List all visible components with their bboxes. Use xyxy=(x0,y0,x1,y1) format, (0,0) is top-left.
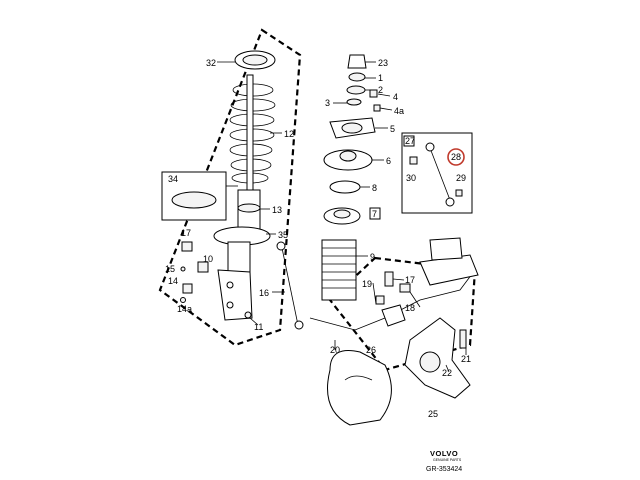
callout-7: 7 xyxy=(372,209,377,219)
callout-32: 32 xyxy=(206,58,216,68)
leader-lines xyxy=(217,61,467,373)
bushing-19 xyxy=(375,295,385,305)
highlight-circle-28 xyxy=(447,148,465,166)
callout-14a: 14a xyxy=(177,304,192,314)
nut-29 xyxy=(455,189,463,197)
washer-2 xyxy=(346,85,366,95)
link-joint-top xyxy=(276,241,286,251)
callout-21: 21 xyxy=(461,354,471,364)
clip xyxy=(182,283,193,294)
nut-4 xyxy=(369,89,378,98)
callout-17-right: 17 xyxy=(405,275,415,285)
callout-29: 29 xyxy=(456,173,466,183)
bracket-hole-lower xyxy=(226,301,234,309)
callout-23: 23 xyxy=(378,58,388,68)
callout-4a: 4a xyxy=(394,106,404,116)
washer-14a xyxy=(180,297,186,303)
callout-26: 26 xyxy=(366,345,376,355)
upper-spring-seat-inner xyxy=(242,54,268,66)
bolt-17 xyxy=(384,271,394,287)
spacer-8 xyxy=(329,180,361,194)
bellows xyxy=(321,239,357,301)
spring-insulator xyxy=(171,191,217,209)
inset-27-label-box xyxy=(403,135,415,147)
stabilizer-link-detail xyxy=(429,147,451,201)
brand-subtitle: GENUINE PARTS xyxy=(433,458,462,462)
stabilizer-link-left xyxy=(281,247,299,326)
bump-cap-23 xyxy=(347,54,367,69)
piston-rod xyxy=(246,74,254,191)
bump-stop-center xyxy=(333,209,351,219)
knuckle-hub-bore xyxy=(419,351,441,373)
shock-absorber-collar xyxy=(237,203,261,213)
callout-19: 19 xyxy=(362,279,372,289)
callout-27: 27 xyxy=(405,136,415,146)
callout-2: 2 xyxy=(378,85,383,95)
callout-28: 28 xyxy=(451,152,461,162)
link-detail-bottom xyxy=(445,197,455,207)
bushing xyxy=(181,241,193,252)
strut-assembly-outline xyxy=(158,28,302,347)
bolt-15 xyxy=(180,266,186,272)
callout-9: 9 xyxy=(370,252,375,262)
callout-3: 3 xyxy=(325,98,330,108)
callout-13: 13 xyxy=(272,205,282,215)
strut-bracket xyxy=(217,269,253,321)
callout-22: 22 xyxy=(442,368,452,378)
nut xyxy=(197,261,209,273)
callout-8: 8 xyxy=(372,183,377,193)
callout-30: 30 xyxy=(406,173,416,183)
link-joint-bottom xyxy=(294,320,304,330)
callout-4: 4 xyxy=(393,92,398,102)
callout-25: 25 xyxy=(428,409,438,419)
callout-labels: 32 12 13 35 34 17 10 15 14 14a 11 16 23 … xyxy=(165,58,471,419)
clamp-18 xyxy=(399,283,411,293)
callout-14: 14 xyxy=(168,276,178,286)
callout-16: 16 xyxy=(259,288,269,298)
callout-6: 6 xyxy=(386,156,391,166)
bearing-6-center xyxy=(339,150,357,162)
diagram-reference: GR-353424 xyxy=(426,466,463,473)
stabilizer-bar xyxy=(309,269,476,331)
bolt-21 xyxy=(459,329,467,349)
link-detail-top xyxy=(425,142,435,152)
callout-5: 5 xyxy=(390,124,395,134)
box-7 xyxy=(369,207,381,220)
callout-1: 1 xyxy=(378,73,383,83)
bar-clamp xyxy=(381,304,406,327)
callout-35: 35 xyxy=(278,230,288,240)
callout-12: 12 xyxy=(284,129,294,139)
nut-1 xyxy=(348,72,366,82)
volvo-logo: VOLVO xyxy=(430,449,459,458)
subframe-mount xyxy=(429,237,463,261)
callout-11: 11 xyxy=(254,322,263,332)
callout-17-left: 17 xyxy=(181,228,191,238)
bolt-4a xyxy=(373,104,381,112)
callout-18: 18 xyxy=(405,303,415,313)
bracket-hole-upper xyxy=(226,281,234,289)
seal-3 xyxy=(346,98,362,106)
brake-shield-rib xyxy=(344,375,373,381)
callout-15: 15 xyxy=(165,264,175,274)
callout-10: 10 xyxy=(203,254,213,264)
top-mount-center xyxy=(341,122,363,134)
brake-shield xyxy=(327,350,392,426)
callout-34: 34 xyxy=(168,174,178,184)
bolt-11 xyxy=(244,311,252,319)
callout-20: 20 xyxy=(330,345,340,355)
nut-30 xyxy=(409,156,418,165)
subframe-bracket xyxy=(419,254,479,286)
